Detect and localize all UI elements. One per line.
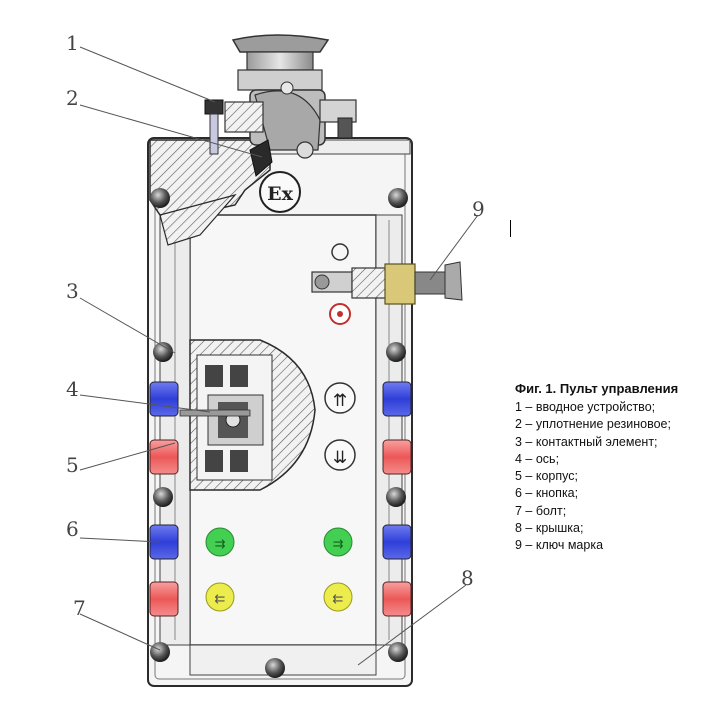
green-indicator-right — [323, 527, 353, 557]
button-red-right-1 — [382, 439, 412, 475]
callout-4: 4 — [66, 377, 79, 401]
button-red-left-2 — [149, 581, 179, 617]
callout-9: 9 — [472, 197, 485, 221]
legend-item: 6 – кнопка; — [515, 486, 579, 501]
button-blue-right-2 — [382, 524, 412, 560]
legend-item: 8 – крышка; — [515, 521, 584, 536]
svg-text:⇈: ⇈ — [333, 391, 347, 411]
legend-title: Фиг. 1. Пульт управления — [515, 381, 679, 396]
legend-item: 7 – болт; — [515, 503, 567, 518]
contact-element-cutaway — [179, 339, 316, 491]
button-blue-right-1 — [382, 381, 412, 417]
button-blue-left-1 — [149, 381, 179, 417]
callout-1: 1 — [66, 31, 79, 55]
svg-text:⇇: ⇇ — [215, 592, 226, 607]
text-cursor — [510, 220, 511, 237]
callout-6: 6 — [66, 517, 79, 541]
up-arrows-indicator — [324, 382, 356, 414]
yellow-indicator-left — [205, 582, 235, 612]
bolts — [150, 188, 408, 678]
ex-marking: Ex — [259, 171, 301, 213]
legend-item: 2 – уплотнение резиновое; — [515, 417, 671, 432]
callouts: 1 2 3 4 5 6 7 8 9 — [66, 31, 485, 666]
figure-legend: Фиг. 1. Пульт управления 1 – вводное уст… — [515, 381, 715, 555]
callout-5: 5 — [66, 453, 79, 477]
yellow-indicator-right — [323, 582, 353, 612]
legend-item: 4 – ось; — [515, 451, 560, 466]
svg-text:⇉: ⇉ — [215, 537, 226, 552]
button-red-left-1 — [149, 439, 179, 475]
svg-text:⇇: ⇇ — [333, 592, 344, 607]
callout-7: 7 — [73, 596, 86, 620]
svg-text:⇊: ⇊ — [333, 448, 347, 468]
legend-item: 3 – контактный элемент; — [515, 434, 658, 449]
ex-mark-text: Ex — [267, 183, 293, 205]
callout-2: 2 — [66, 86, 79, 110]
cable-entry-device — [204, 34, 357, 177]
legend-item: 5 – корпус; — [515, 469, 578, 484]
right-buttons — [382, 381, 412, 617]
legend-item: 9 – ключ марка — [515, 538, 604, 553]
button-red-right-2 — [382, 581, 412, 617]
down-arrows-indicator — [324, 439, 356, 471]
svg-text:⇉: ⇉ — [333, 537, 344, 552]
key-switch — [311, 243, 463, 325]
callout-3: 3 — [66, 279, 79, 303]
left-buttons — [149, 381, 179, 617]
legend-item: 1 – вводное устройство; — [515, 400, 656, 414]
callout-8: 8 — [461, 566, 474, 590]
green-indicator-left — [205, 527, 235, 557]
front-indicators: ⇈ ⇊ ⇉ ⇉ ⇇ ⇇ — [205, 382, 356, 612]
